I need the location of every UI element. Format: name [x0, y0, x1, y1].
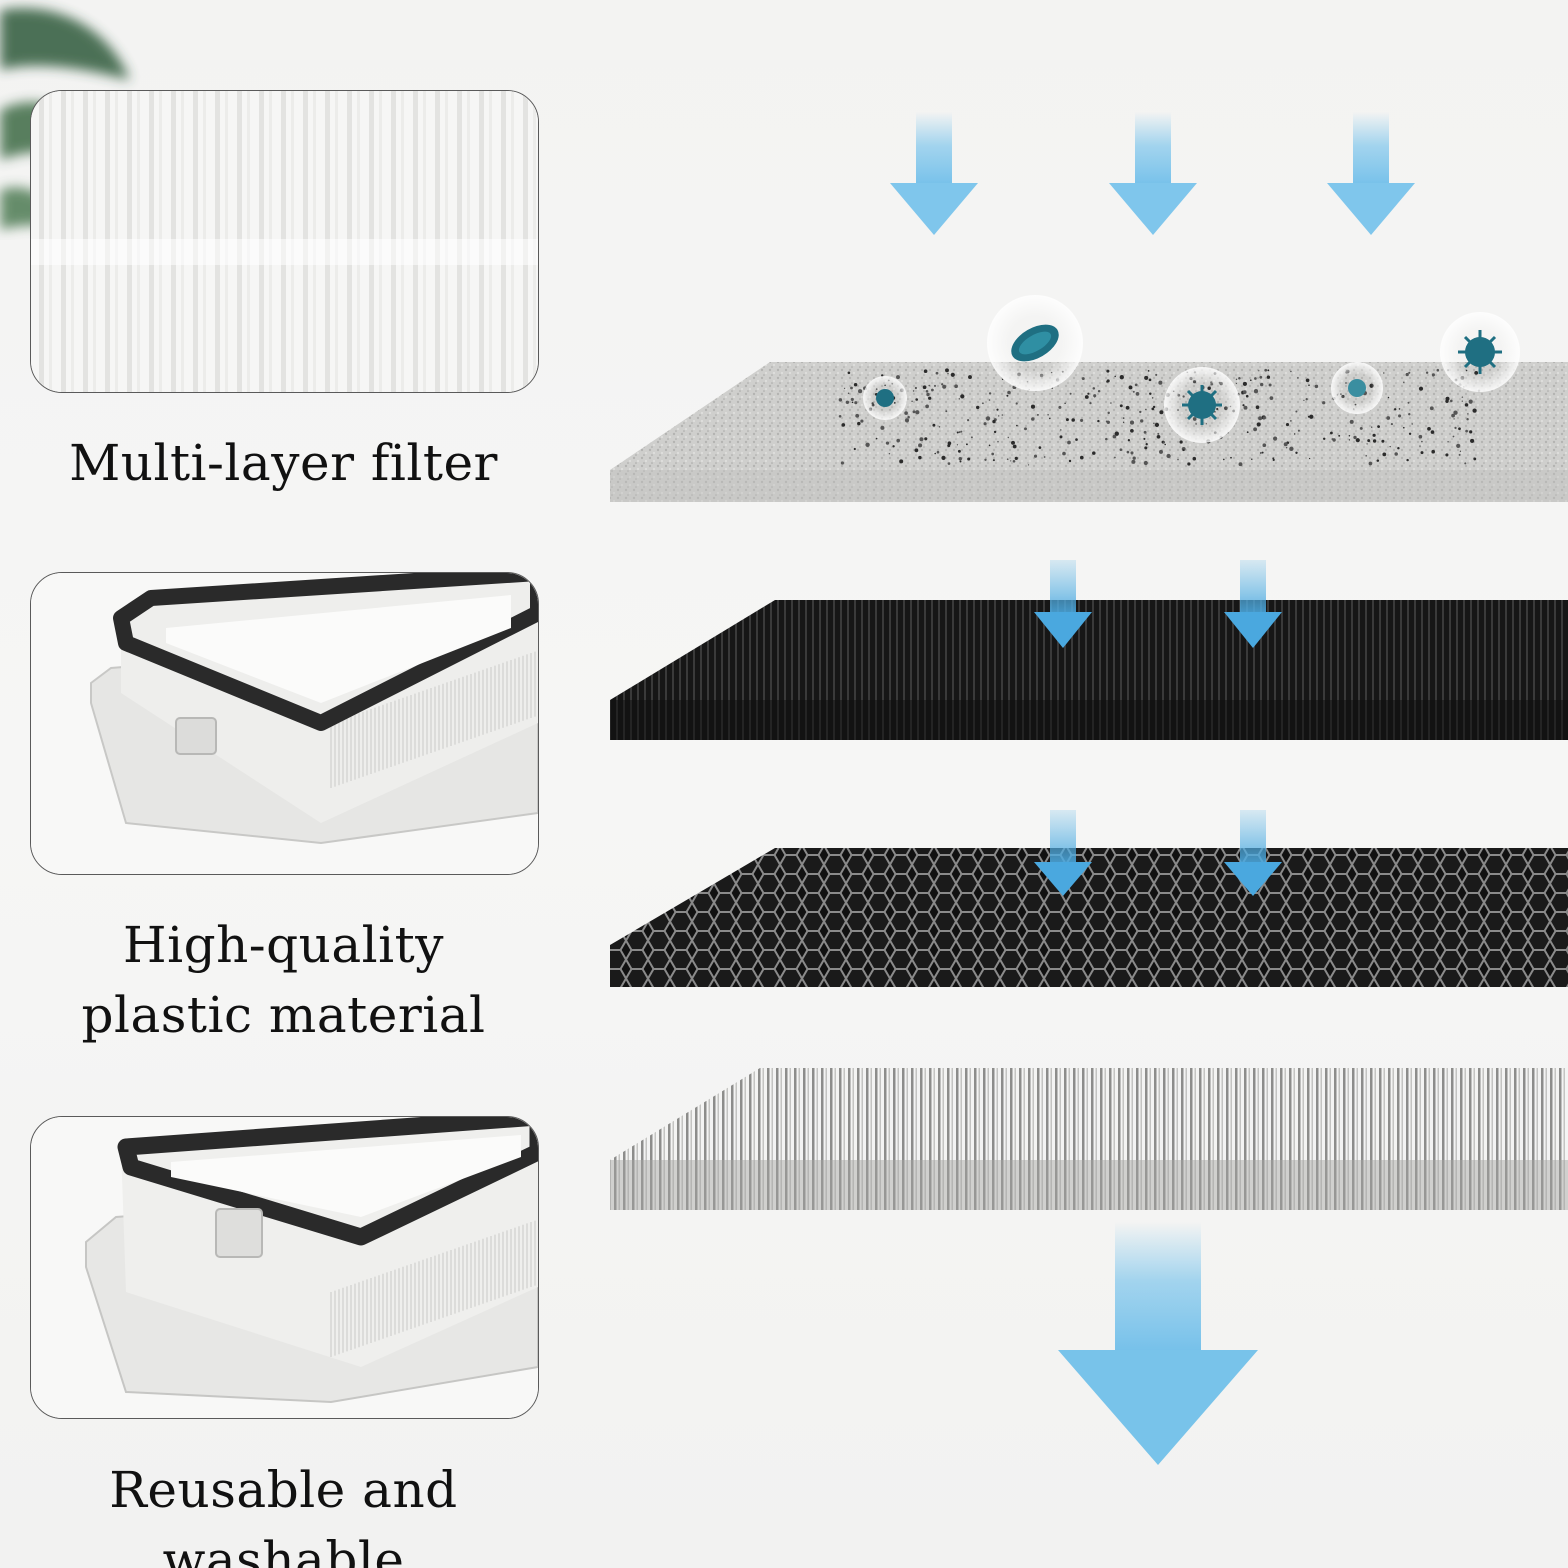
bacteria-particle-icon	[1331, 362, 1383, 414]
bacteria-particle-icon	[987, 295, 1083, 391]
sponge-pre-filter-layer	[610, 362, 1568, 502]
fine-mesh-layer	[610, 600, 1568, 740]
airflow-arrow-icon	[1034, 810, 1092, 896]
honeycomb-carbon-layer	[610, 848, 1568, 987]
airflow-arrow-icon	[1034, 560, 1092, 648]
feature-image-frame-corner	[30, 1116, 539, 1419]
caption-line: Reusable and washable	[109, 1461, 458, 1568]
airflow-arrow-icon	[890, 112, 978, 235]
feature-image-frame-angle	[30, 572, 539, 875]
caption-line: plastic material	[81, 986, 486, 1044]
airflow-arrow-icon	[1224, 560, 1282, 648]
airflow-arrows-mid-1	[1034, 560, 1282, 648]
bacteria-particle-icon	[1164, 367, 1240, 443]
bacteria-particles	[863, 295, 1520, 443]
bacteria-particle-icon	[1440, 312, 1520, 392]
caption-line: High-quality	[122, 916, 445, 974]
airflow-arrows-top	[890, 112, 1415, 235]
airflow-arrow-icon	[1224, 810, 1282, 896]
airflow-arrows-mid-2	[1034, 810, 1282, 896]
feature-image-pleated-filter	[30, 90, 539, 393]
feature-caption-2: High-quality plastic material	[0, 910, 567, 1050]
bacteria-particle-icon	[863, 376, 907, 420]
filter-layers-diagram	[610, 112, 1568, 1465]
caption-line: Multi-layer filter	[69, 434, 498, 492]
airflow-arrow-icon	[1109, 112, 1197, 235]
airflow-arrow-icon	[1327, 112, 1415, 235]
airflow-arrow-icon	[1058, 1222, 1258, 1465]
pleated-hepa-layer	[610, 1068, 1568, 1210]
feature-caption-3: Reusable and washable	[0, 1455, 567, 1568]
feature-caption-1: Multi-layer filter	[0, 428, 567, 498]
